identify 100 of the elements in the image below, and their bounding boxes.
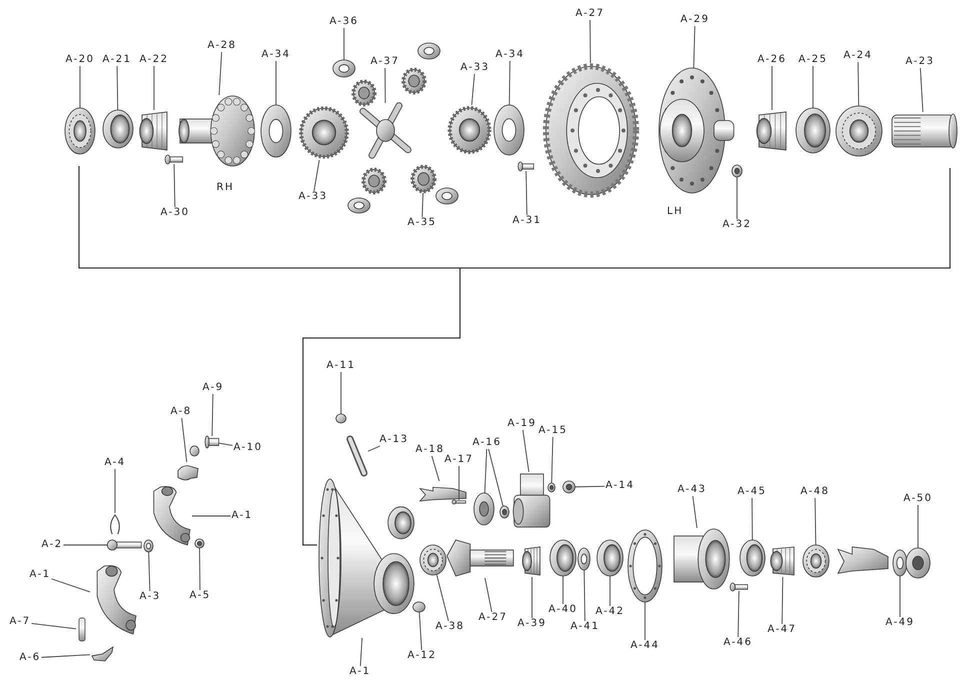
leader-line xyxy=(812,66,814,108)
leader-line xyxy=(488,448,504,506)
plug-drawing xyxy=(413,602,425,612)
callout-number: A-14 xyxy=(604,480,636,492)
leader-line xyxy=(63,544,108,546)
leader-line xyxy=(574,486,605,488)
callout-number: A-20 xyxy=(64,54,96,66)
side-gear-drawing xyxy=(447,105,492,155)
side-gear-drawing xyxy=(298,105,350,160)
callout-number: A-45 xyxy=(736,486,768,498)
plug-drawing xyxy=(336,414,346,423)
bearing-cup-drawing xyxy=(597,540,623,576)
bearing-cone-drawing xyxy=(522,545,542,577)
thrust-washer-drawing xyxy=(144,540,153,552)
callout-number: A-11 xyxy=(326,360,356,372)
callout-number: A-27 xyxy=(478,612,508,624)
callout-number: A-8 xyxy=(170,406,193,418)
leader-line xyxy=(431,456,440,482)
callout-number: A-17 xyxy=(444,454,474,466)
leader-line xyxy=(340,372,342,414)
callout-number: A-28 xyxy=(206,40,238,52)
leader-line xyxy=(174,164,176,208)
bearing-drawing xyxy=(836,106,882,156)
bearing-cup-drawing xyxy=(103,110,133,148)
leader-line xyxy=(218,52,222,96)
leader-line xyxy=(436,574,449,622)
bearing-cup-drawing xyxy=(550,540,576,576)
leader-line xyxy=(484,578,492,612)
disc-drawing xyxy=(474,493,494,525)
callout-number: A-33 xyxy=(460,62,490,74)
leader-line xyxy=(752,498,753,540)
bearing-drawing xyxy=(65,108,95,154)
bearing-drawing xyxy=(420,545,446,575)
leader-line xyxy=(484,448,488,494)
callout-number: A-34 xyxy=(260,49,292,61)
pinion-gear-drawing xyxy=(411,165,436,193)
callout-number: A-49 xyxy=(884,617,916,629)
leader-line xyxy=(199,548,200,590)
nut-drawing xyxy=(906,548,930,578)
bolt-drawing xyxy=(205,436,219,448)
callout-number: A-43 xyxy=(676,484,708,496)
side-label: LH xyxy=(666,206,684,218)
callout-number: A-9 xyxy=(202,382,225,394)
nut-drawing xyxy=(195,539,204,548)
thrust-washer-drawing xyxy=(494,105,524,155)
callout-number: A-36 xyxy=(328,16,360,28)
leader-line xyxy=(551,436,554,484)
callout-number: A-41 xyxy=(570,621,600,633)
leader-line xyxy=(212,394,214,436)
splined-shaft-drawing xyxy=(890,112,958,150)
callout-number: A-39 xyxy=(516,618,548,630)
thrust-washer-drawing xyxy=(578,548,590,570)
callout-number: A-23 xyxy=(904,56,936,68)
pinion-shaft-drawing xyxy=(445,538,517,578)
leader-line xyxy=(814,498,816,546)
nut-drawing xyxy=(563,481,575,493)
gasket-ring-drawing xyxy=(628,530,662,602)
leader-line xyxy=(471,74,475,106)
leader-line xyxy=(51,578,90,592)
leader-line xyxy=(584,570,586,622)
leader-line xyxy=(418,612,422,650)
leader-line xyxy=(218,442,233,446)
callout-number: A-33 xyxy=(298,191,328,203)
callout-number: A-30 xyxy=(160,207,190,219)
leader-line xyxy=(738,590,740,638)
hub-drawing xyxy=(672,528,730,590)
callout-number: A-35 xyxy=(406,217,438,229)
callout-number: A-25 xyxy=(798,54,828,66)
side-label: RH xyxy=(216,182,235,194)
callout-number: A-50 xyxy=(902,493,934,505)
leader-line xyxy=(526,170,528,216)
callout-number: A-24 xyxy=(842,50,874,62)
leader-line xyxy=(368,446,381,452)
callout-number: A-34 xyxy=(494,49,526,61)
callout-number: A-37 xyxy=(370,56,400,68)
callout-number: A-1 xyxy=(28,569,52,581)
bolt-drawing xyxy=(518,162,534,171)
callout-number: A-26 xyxy=(756,54,788,66)
thrust-washer-drawing xyxy=(261,105,291,157)
leader-line xyxy=(148,552,150,592)
bearing-cone-drawing xyxy=(756,110,788,152)
bolt-drawing xyxy=(730,583,748,591)
nut-drawing xyxy=(500,506,509,518)
bolt-drawing xyxy=(165,155,183,164)
callout-number: A-42 xyxy=(594,606,626,618)
leader-line xyxy=(181,418,188,462)
leader-line xyxy=(508,60,510,106)
callout-number: A-18 xyxy=(414,444,446,456)
callout-number: A-6 xyxy=(18,652,42,664)
callout-number: A-46 xyxy=(722,637,754,649)
nut-drawing xyxy=(732,165,742,177)
leader-line xyxy=(31,622,76,630)
leader-line xyxy=(562,576,564,604)
leader-line xyxy=(522,430,530,472)
differential-case-half-drawing xyxy=(178,95,256,167)
callout-number: A-4 xyxy=(104,457,127,469)
leader-line xyxy=(360,638,363,666)
thrust-washer-drawing xyxy=(893,550,907,576)
callout-number: A-1 xyxy=(230,510,254,522)
tube-drawing xyxy=(346,435,368,477)
